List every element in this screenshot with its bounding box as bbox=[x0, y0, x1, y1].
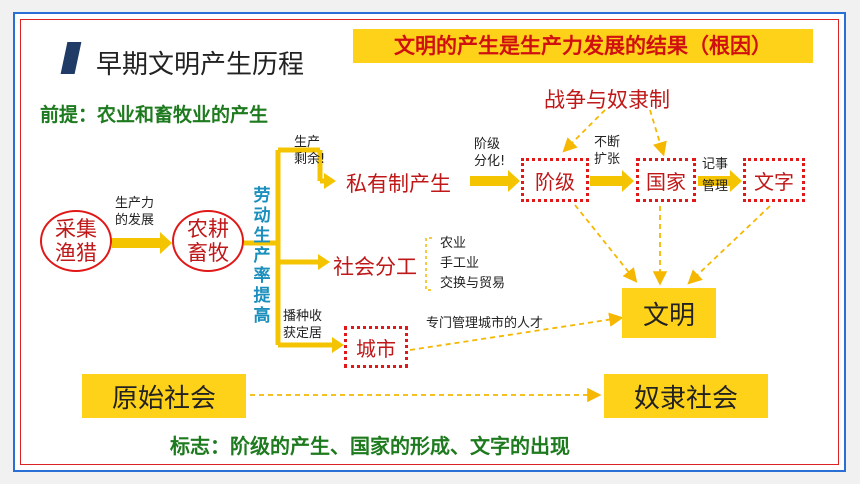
fengong-items: 农业 手工业 交换与贸易 bbox=[440, 234, 505, 294]
arrow-siyouzhi-jieji bbox=[470, 170, 520, 192]
node-yuanshi-shehui: 原始社会 bbox=[82, 374, 246, 418]
premise-label: 前提： bbox=[40, 104, 98, 126]
node-siyouzhi: 私有制产生 bbox=[346, 172, 451, 196]
node-nuli-shehui: 奴隶社会 bbox=[604, 374, 768, 418]
label-shengchan-shengyu: 生产 剩余! bbox=[294, 135, 326, 167]
premise: 前提：农业和畜牧业的产生 bbox=[40, 100, 268, 127]
arrow-to-siyouzhi bbox=[324, 173, 336, 189]
node-chengshi: 城市 bbox=[344, 326, 408, 368]
arrow-to-chengshi bbox=[332, 337, 344, 353]
node-zhanzheng-nuli: 战争与奴隶制 bbox=[544, 88, 670, 112]
fengong-item: 农业 bbox=[440, 236, 467, 251]
footer-text: 标志：阶级的产生、国家的形成、文字的出现 bbox=[170, 434, 570, 458]
label-laodong: 劳动生产率提高 bbox=[253, 186, 271, 326]
fengong-item: 手工业 bbox=[440, 256, 480, 271]
branch-lines bbox=[244, 147, 332, 348]
label-rencai: 专门管理城市的人才 bbox=[426, 316, 544, 331]
arrow-guojia-wenzi bbox=[698, 170, 742, 192]
page-title: 早期文明产生历程 bbox=[96, 50, 305, 80]
node-caiji-yulie: 采集 渔猎 bbox=[40, 210, 112, 272]
label-bozhong: 播种收 获定居 bbox=[283, 309, 323, 341]
node-wenming: 文明 bbox=[622, 288, 716, 338]
premise-text: 农业和畜牧业的产生 bbox=[97, 104, 269, 126]
label-jishi-guanli: 记事 管理 bbox=[702, 157, 729, 194]
node-guojia: 国家 bbox=[636, 158, 696, 202]
arrow-to-fengong bbox=[318, 254, 330, 270]
fengong-item: 交换与贸易 bbox=[440, 276, 506, 291]
dashed-arrows bbox=[250, 109, 771, 403]
label-jieji-fenhua: 阶级 分化! bbox=[474, 137, 506, 169]
arrow-jieji-guojia bbox=[590, 170, 634, 192]
fengong-bracket bbox=[425, 237, 432, 291]
node-jieji: 阶级 bbox=[521, 158, 589, 202]
label-buduan-kuozhang: 不断 扩张 bbox=[594, 135, 621, 167]
node-wenzi: 文字 bbox=[743, 158, 805, 202]
node-shehui-fengong: 社会分工 bbox=[333, 255, 417, 279]
node-nonggeng-xumu: 农耕 畜牧 bbox=[172, 210, 244, 272]
banner-text: 文明的产生是生产力发展的结果（根因） bbox=[353, 29, 813, 63]
arrow-caiji-nonggeng bbox=[112, 232, 172, 254]
label-shengchanli: 生产力 的发展 bbox=[115, 196, 155, 228]
solid-arrows bbox=[112, 170, 742, 254]
